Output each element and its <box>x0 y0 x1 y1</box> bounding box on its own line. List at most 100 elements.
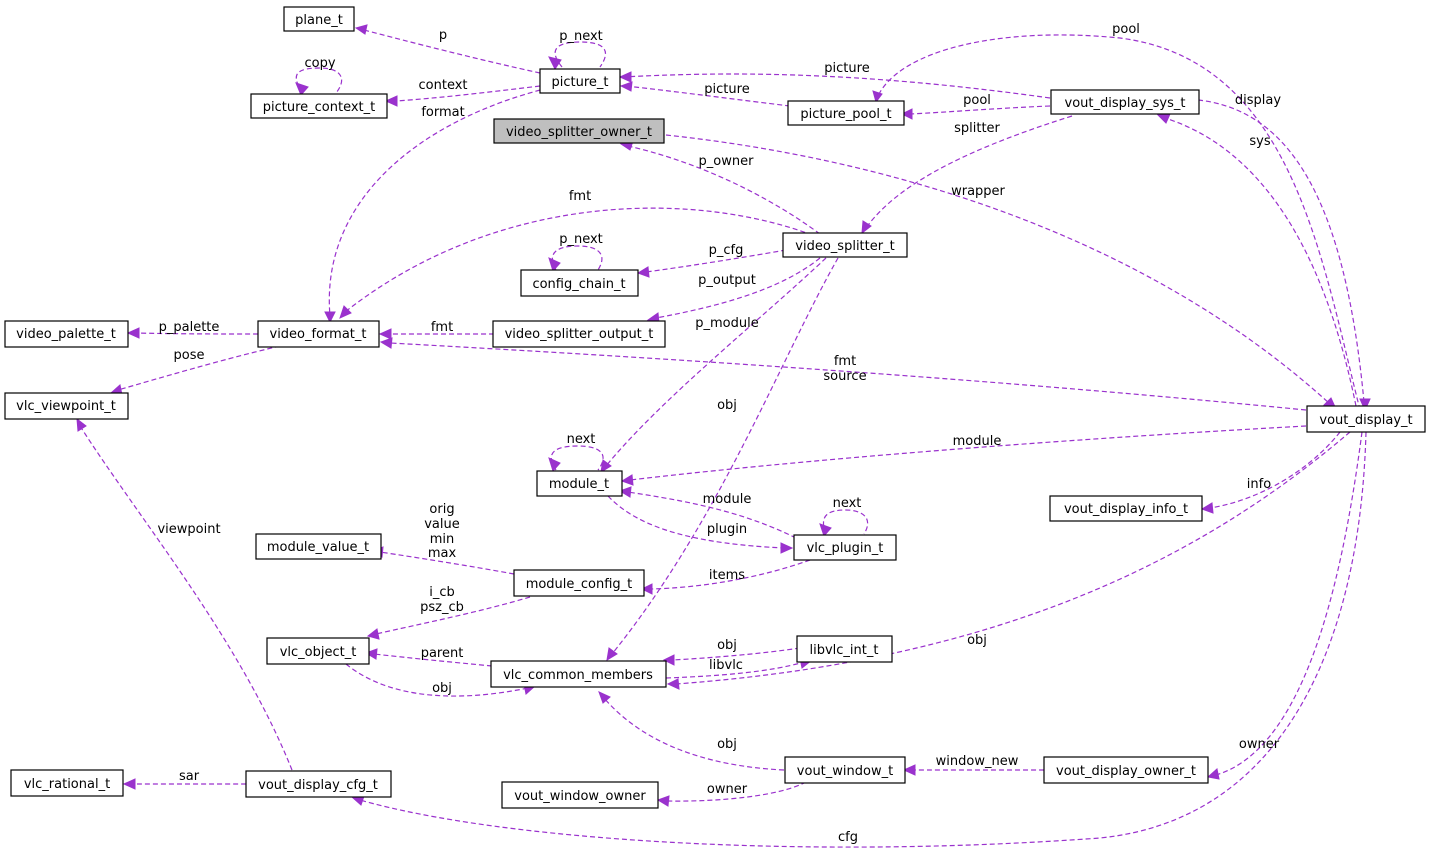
edge-plugin-to-config <box>640 559 811 595</box>
node-vlc-rational-t-label: vlc_rational_t <box>24 777 110 792</box>
edge-window-to-windowowner <box>656 781 807 807</box>
node-picture-context-t-label: picture_context_t <box>263 100 376 115</box>
edge-sys-to-display <box>1197 99 1371 412</box>
node-plane-t-label: plane_t <box>295 13 343 28</box>
edge-plugin-to-module <box>618 486 797 539</box>
edge-label-min: min <box>430 532 455 547</box>
edge-label-picture-mid: picture <box>704 82 749 97</box>
edge-module-to-plugin <box>607 495 794 554</box>
node-picture-t[interactable]: picture_t <box>539 68 621 94</box>
node-vout-display-info-t[interactable]: vout_display_info_t <box>1049 495 1203 522</box>
edge-splitter-to-common <box>606 257 839 661</box>
edge-label-context: context <box>419 78 468 93</box>
node-config-chain-t-label: config_chain_t <box>532 277 625 292</box>
edge-owner-to-window <box>902 764 1044 776</box>
node-video-palette-t[interactable]: video_palette_t <box>4 320 129 348</box>
node-module-t[interactable]: module_t <box>536 470 623 497</box>
node-libvlc-int-t[interactable]: libvlc_int_t <box>796 635 893 663</box>
edge-label-items: items <box>709 568 745 583</box>
edge-label-owner-display: owner <box>1239 737 1280 752</box>
node-vlc-viewpoint-t-label: vlc_viewpoint_t <box>16 399 116 414</box>
node-vout-display-cfg-t[interactable]: vout_display_cfg_t <box>245 770 392 798</box>
edge-label-viewpoint: viewpoint <box>157 522 220 537</box>
edge-label-obj-libvlc: obj <box>717 638 737 653</box>
node-module-config-t-label: module_config_t <box>526 577 633 592</box>
node-config-chain-t[interactable]: config_chain_t <box>520 269 639 297</box>
edge-label-module-plugin: module <box>703 492 752 507</box>
node-vlc-object-t[interactable]: vlc_object_t <box>266 637 370 665</box>
edge-sys-to-pool <box>900 105 1051 120</box>
edge-label-p-owner: p_owner <box>699 154 755 169</box>
edge-label-parent: parent <box>421 646 464 661</box>
node-vout-window-owner-label: vout_window_owner <box>514 789 646 804</box>
edge-label-info: info <box>1247 477 1271 492</box>
node-video-splitter-owner-t[interactable]: video_splitter_owner_t <box>493 118 665 144</box>
edge-plugin-self-next <box>819 509 869 537</box>
edge-picture-self-next <box>548 41 606 70</box>
node-vlc-viewpoint-t[interactable]: vlc_viewpoint_t <box>4 392 129 420</box>
edge-label-cfg: cfg <box>838 830 858 845</box>
edge-label-source: source <box>823 369 866 384</box>
edge-display-to-format <box>379 337 1307 411</box>
node-vout-window-owner[interactable]: vout_window_owner <box>501 781 659 809</box>
node-vlc-common-members-label: vlc_common_members <box>503 668 653 683</box>
node-vout-display-owner-t[interactable]: vout_display_owner_t <box>1043 756 1209 784</box>
node-module-config-t[interactable]: module_config_t <box>513 569 645 597</box>
node-video-splitter-output-t[interactable]: video_splitter_output_t <box>492 320 666 348</box>
edge-display-to-module <box>620 425 1307 486</box>
node-picture-context-t[interactable]: picture_context_t <box>250 93 388 119</box>
node-module-value-t-label: module_value_t <box>267 540 369 555</box>
edge-label-plugin: plugin <box>707 522 747 537</box>
edge-label-libvlc: libvlc <box>709 658 743 673</box>
edge-label-p-cfg: p_cfg <box>709 243 744 258</box>
edge-label-module-display: module <box>953 434 1002 449</box>
node-vout-window-t[interactable]: vout_window_t <box>784 756 906 784</box>
edge-display-to-sys <box>1156 113 1357 407</box>
node-plane-t[interactable]: plane_t <box>283 6 355 32</box>
edge-label-config-p-next: p_next <box>559 232 603 247</box>
node-vout-display-t[interactable]: vout_display_t <box>1306 405 1426 433</box>
edge-label-obj-window: obj <box>717 737 737 752</box>
node-vout-display-sys-t-label: vout_display_sys_t <box>1065 96 1186 111</box>
edge-cfg-to-rational <box>122 778 246 790</box>
edge-label-pool-mid: pool <box>963 93 991 108</box>
edge-label-sar: sar <box>179 769 200 784</box>
edge-config-to-object <box>366 596 531 640</box>
node-vout-display-t-label: vout_display_t <box>1319 413 1412 428</box>
node-picture-pool-t[interactable]: picture_pool_t <box>787 100 905 126</box>
edge-picture-to-plane <box>354 24 541 74</box>
node-video-palette-t-label: video_palette_t <box>16 327 116 342</box>
edge-label-sys: sys <box>1249 134 1270 149</box>
edge-label-p-palette: p_palette <box>159 320 220 335</box>
edge-context-self-copy <box>295 67 343 96</box>
node-vout-display-info-t-label: vout_display_info_t <box>1064 502 1188 517</box>
edge-label-module-next: next <box>567 432 596 447</box>
edge-label-plugin-next: next <box>833 496 862 511</box>
edge-label-picture-top: picture <box>824 61 869 76</box>
node-video-splitter-t[interactable]: video_splitter_t <box>782 232 908 258</box>
node-video-splitter-owner-t-label: video_splitter_owner_t <box>506 125 652 140</box>
node-module-value-t[interactable]: module_value_t <box>255 533 382 560</box>
node-video-splitter-output-t-label: video_splitter_output_t <box>505 327 654 342</box>
edge-display-to-info <box>1200 431 1341 514</box>
edge-splitter-to-module <box>600 257 827 473</box>
edge-label-i-cb: i_cb <box>429 585 455 600</box>
edge-label-display: display <box>1235 93 1281 108</box>
node-picture-t-label: picture_t <box>551 75 608 90</box>
node-vout-display-sys-t[interactable]: vout_display_sys_t <box>1050 89 1200 115</box>
edge-label-splitter: splitter <box>954 121 1000 136</box>
edge-window-to-common <box>598 691 785 771</box>
edge-common-to-object <box>364 648 493 667</box>
node-vout-window-t-label: vout_window_t <box>797 764 893 779</box>
node-vout-display-owner-t-label: vout_display_owner_t <box>1056 764 1196 779</box>
edge-splitter-to-cfg <box>636 249 787 278</box>
node-vlc-plugin-t[interactable]: vlc_plugin_t <box>793 534 897 561</box>
node-video-format-t[interactable]: video_format_t <box>257 320 380 348</box>
edge-label-copy: copy <box>304 56 335 71</box>
node-vlc-plugin-t-label: vlc_plugin_t <box>807 541 884 556</box>
node-vlc-rational-t[interactable]: vlc_rational_t <box>10 769 124 797</box>
edge-label-window-new: window_new <box>936 754 1019 769</box>
node-vlc-common-members[interactable]: vlc_common_members <box>490 660 667 688</box>
edge-label-p-output: p_output <box>698 273 756 288</box>
